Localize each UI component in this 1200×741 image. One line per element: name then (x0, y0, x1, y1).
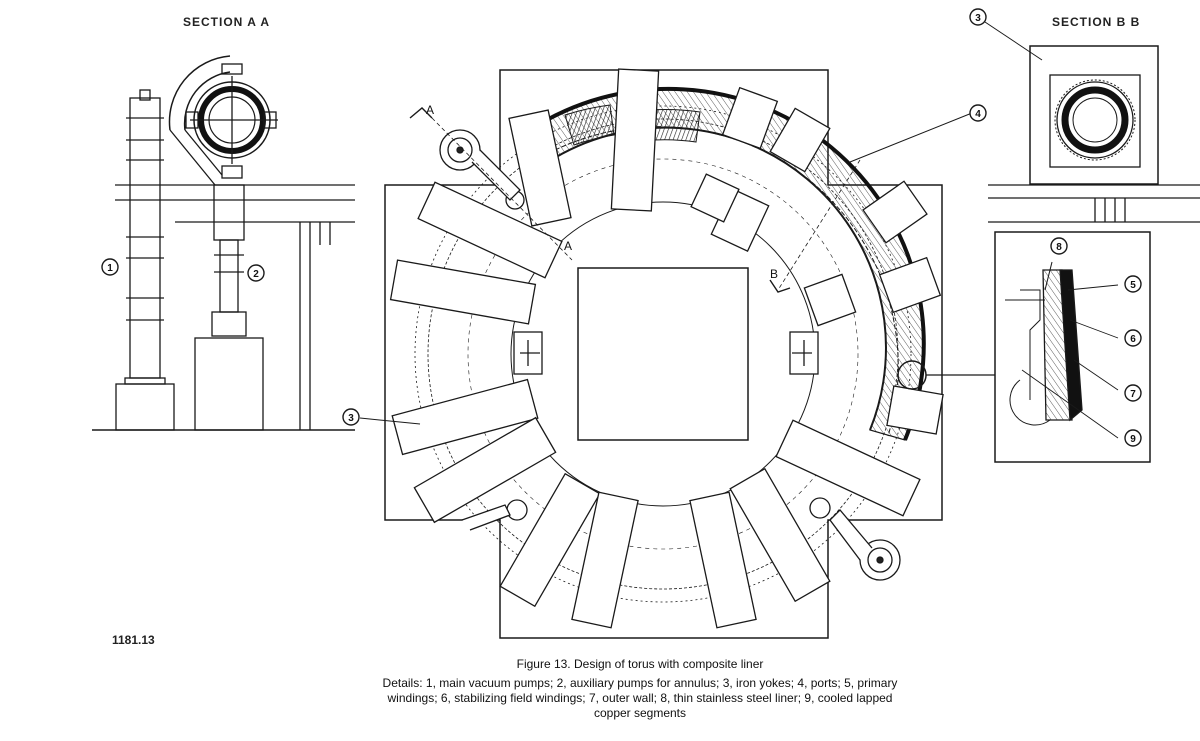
iron-yokes (389, 68, 944, 629)
callout-circles (101, 8, 1142, 447)
figure-number: 1181.13 (112, 633, 155, 647)
section-bb-label: SECTION B B (1052, 15, 1141, 29)
callout-4: 4 (975, 109, 981, 120)
section-markers (409, 107, 861, 293)
marker-b: B (770, 267, 778, 281)
liner-detail-inset (994, 231, 1151, 463)
marker-a-top: A (426, 103, 434, 117)
ports (513, 331, 819, 375)
liner-arc-segment (528, 86, 926, 441)
torus-plan-view (384, 68, 995, 639)
pump-flanges (439, 129, 901, 581)
callout-3-left: 3 (348, 413, 354, 424)
callout-1: 1 (107, 263, 113, 274)
figure-caption-title: Figure 13. Design of torus with composit… (516, 657, 764, 671)
callout-2: 2 (253, 269, 259, 280)
callout-9: 9 (1130, 434, 1136, 445)
callout-3-top: 3 (975, 13, 981, 24)
section-aa-drawing (92, 55, 355, 431)
section-aa-label: SECTION A A (183, 15, 271, 29)
section-bb-drawing (988, 45, 1200, 223)
main-vacuum-pump-column (115, 89, 175, 431)
section-marker-letters: A A B (426, 103, 778, 281)
auxiliary-pump-column (194, 184, 264, 431)
marker-a-bottom: A (564, 239, 572, 253)
central-square (577, 267, 749, 441)
figure-caption-line2: windings; 6, stabilizing field windings;… (387, 691, 893, 705)
callout-6: 6 (1130, 334, 1136, 345)
section-aa-torus-ring (168, 55, 278, 186)
callout-leaders (359, 21, 1043, 425)
callout-5: 5 (1130, 280, 1136, 291)
callout-numbers: 1 2 3 3 4 8 5 6 7 9 (107, 13, 1136, 445)
callout-8: 8 (1056, 242, 1062, 253)
callout-7: 7 (1130, 389, 1136, 400)
figure-caption-line3: copper segments (593, 706, 687, 720)
figure-caption-line1: Details: 1, main vacuum pumps; 2, auxili… (382, 676, 898, 690)
